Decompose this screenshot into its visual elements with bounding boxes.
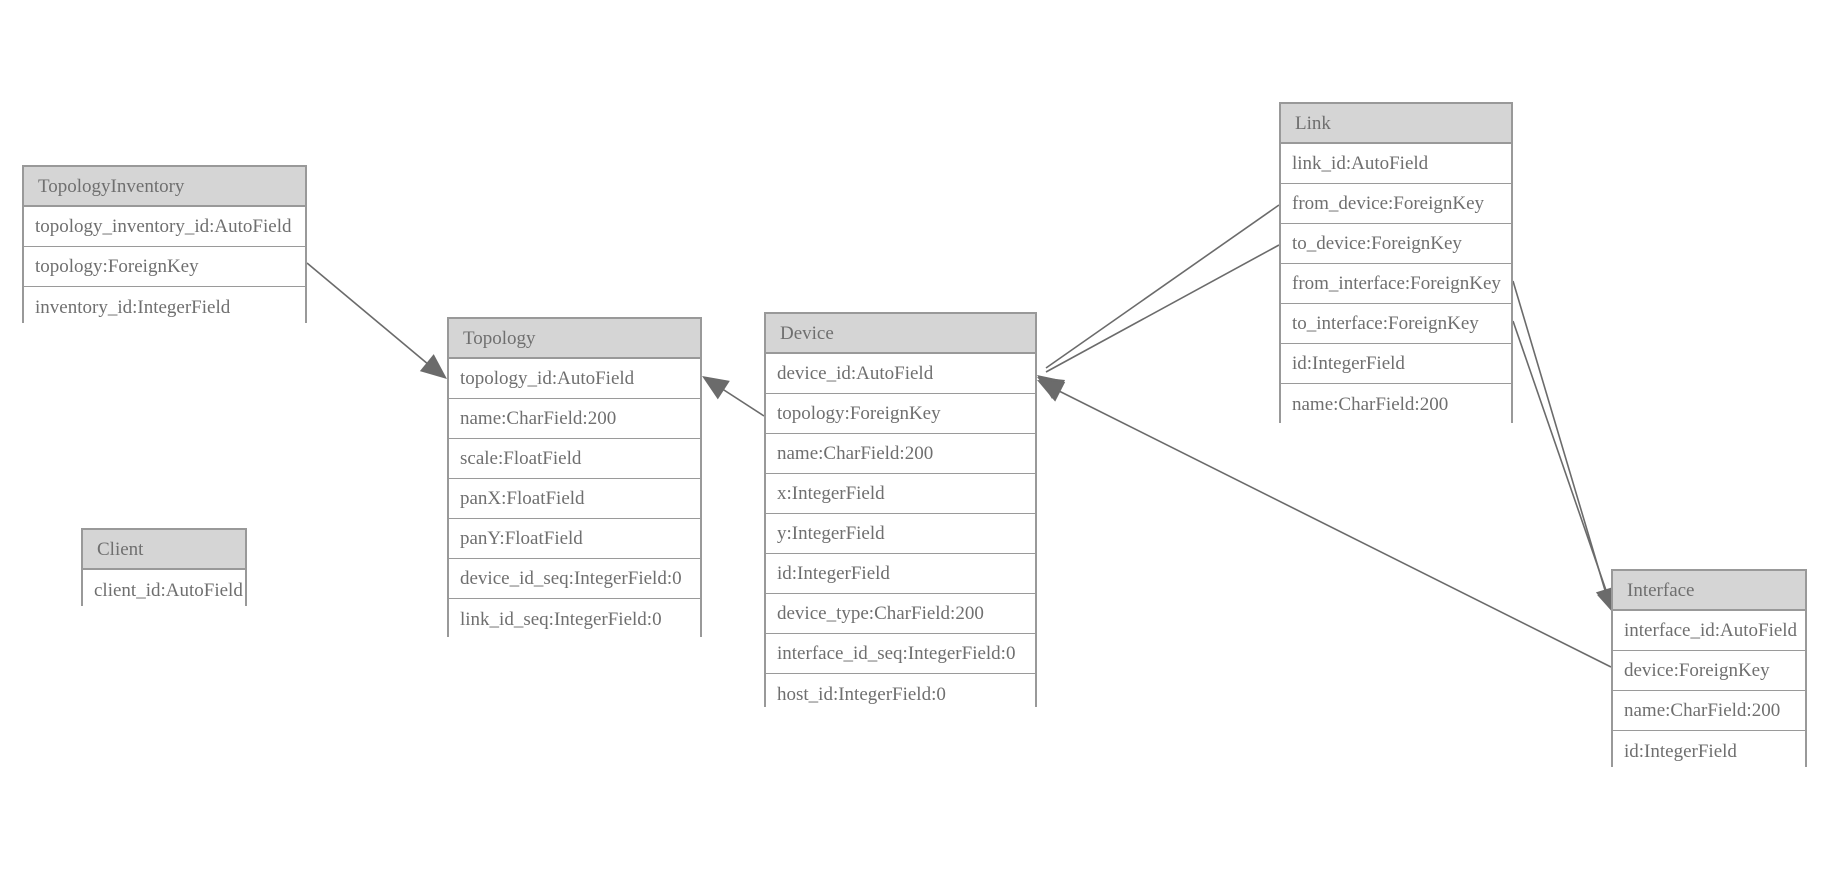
entity-field[interactable]: topology_id:AutoField — [449, 359, 700, 399]
entity-field[interactable]: interface_id:AutoField — [1613, 611, 1805, 651]
relationship-link-from_device — [1037, 204, 1280, 399]
entity-field[interactable]: id:IntegerField — [1613, 731, 1805, 771]
entity-field[interactable]: device_id_seq:IntegerField:0 — [449, 559, 700, 599]
relationship-link-to_device — [1037, 244, 1280, 400]
entity-title-topology_inventory: TopologyInventory — [24, 167, 305, 207]
entity-field[interactable]: x:IntegerField — [766, 474, 1035, 514]
entity-title-device: Device — [766, 314, 1035, 354]
entity-title-interface: Interface — [1613, 571, 1805, 611]
entity-field[interactable]: to_device:ForeignKey — [1281, 224, 1511, 264]
entity-field[interactable]: name:CharField:200 — [1281, 384, 1511, 424]
entity-field[interactable]: device_id:AutoField — [766, 354, 1035, 394]
relationship-line — [1512, 320, 1610, 600]
relationship-line — [306, 262, 442, 376]
entity-field[interactable]: name:CharField:200 — [1613, 691, 1805, 731]
relationship-line — [709, 380, 765, 417]
relationship-link-from_interface — [1512, 280, 1617, 614]
relationship-topologyinventory-topology — [306, 262, 447, 379]
relationship-line — [1045, 244, 1280, 373]
entity-title-link: Link — [1281, 104, 1511, 144]
entity-title-client: Client — [83, 530, 245, 570]
entity-field[interactable]: to_interface:ForeignKey — [1281, 304, 1511, 344]
entity-field[interactable]: link_id:AutoField — [1281, 144, 1511, 184]
relationship-line — [1045, 204, 1280, 369]
entity-field[interactable]: interface_id_seq:IntegerField:0 — [766, 634, 1035, 674]
relationship-line — [1512, 280, 1608, 598]
entity-field[interactable]: from_interface:ForeignKey — [1281, 264, 1511, 304]
entity-field[interactable]: id:IntegerField — [1281, 344, 1511, 384]
entity-field[interactable]: topology:ForeignKey — [766, 394, 1035, 434]
entity-field[interactable]: id:IntegerField — [766, 554, 1035, 594]
entity-field[interactable]: topology:ForeignKey — [24, 247, 305, 287]
relationship-device-topology — [702, 376, 765, 417]
entity-field[interactable]: device_type:CharField:200 — [766, 594, 1035, 634]
entity-field[interactable]: host_id:IntegerField:0 — [766, 674, 1035, 714]
entity-field[interactable]: name:CharField:200 — [766, 434, 1035, 474]
entity-title-topology: Topology — [449, 319, 700, 359]
relationship-line — [1046, 384, 1612, 668]
entity-field[interactable]: y:IntegerField — [766, 514, 1035, 554]
entity-field[interactable]: inventory_id:IntegerField — [24, 287, 305, 327]
entity-field[interactable]: topology_inventory_id:AutoField — [24, 207, 305, 247]
entity-field[interactable]: name:CharField:200 — [449, 399, 700, 439]
entity-field[interactable]: device:ForeignKey — [1613, 651, 1805, 691]
entity-field[interactable]: panX:FloatField — [449, 479, 700, 519]
entity-field[interactable]: link_id_seq:IntegerField:0 — [449, 599, 700, 639]
entity-field[interactable]: scale:FloatField — [449, 439, 700, 479]
entity-field[interactable]: client_id:AutoField — [83, 570, 245, 610]
entity-field[interactable]: from_device:ForeignKey — [1281, 184, 1511, 224]
relationship-link-to_interface — [1512, 320, 1618, 616]
entity-field[interactable]: panY:FloatField — [449, 519, 700, 559]
